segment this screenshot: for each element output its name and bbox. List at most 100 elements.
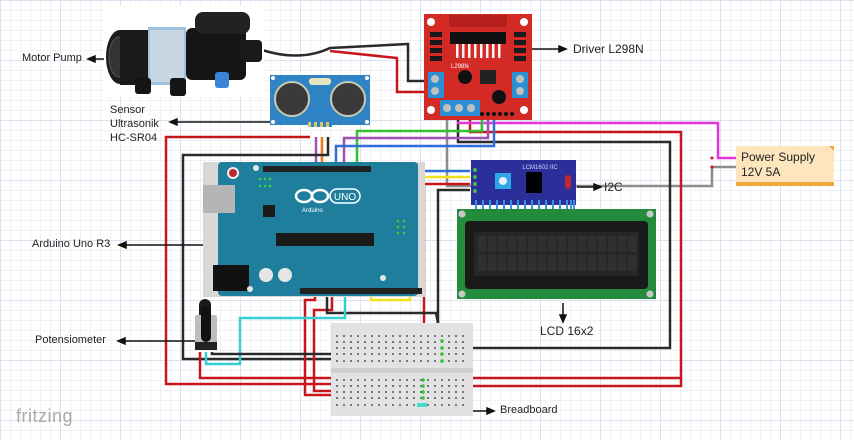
l298n-driver: L298N xyxy=(424,14,532,120)
breadboard-hole xyxy=(455,341,457,343)
breadboard-hole xyxy=(462,379,464,381)
breadboard-hole xyxy=(427,341,429,343)
breadboard-hole xyxy=(336,347,338,349)
breadboard-hole xyxy=(364,391,366,393)
breadboard-hole xyxy=(413,404,415,406)
breadboard-hole xyxy=(385,391,387,393)
breadboard-hole xyxy=(364,335,366,337)
breadboard-hole xyxy=(364,341,366,343)
breadboard-hole xyxy=(455,404,457,406)
breadboard-hole xyxy=(371,353,373,355)
breadboard-hole xyxy=(406,379,408,381)
breadboard-hole xyxy=(441,335,443,337)
breadboard-hole xyxy=(434,335,436,337)
breadboard-hole xyxy=(350,385,352,387)
lcd-cell xyxy=(628,236,637,252)
lcd-cell xyxy=(518,255,527,271)
wire-driver-12v-gray xyxy=(445,116,736,188)
breadboard-hole xyxy=(343,385,345,387)
breadboard-hole xyxy=(343,360,345,362)
breadboard-hole xyxy=(357,397,359,399)
breadboard-hole xyxy=(378,341,380,343)
breadboard-hole xyxy=(434,347,436,349)
breadboard-hole xyxy=(413,353,415,355)
wire-pump-red xyxy=(329,49,430,94)
breadboard-hole xyxy=(364,347,366,349)
arrow-head-potentiometer xyxy=(116,336,126,346)
breadboard-hole xyxy=(385,397,387,399)
breadboard-hole xyxy=(434,385,436,387)
motor-pump xyxy=(104,5,264,97)
breadboard-hole xyxy=(441,385,443,387)
breadboard-hole xyxy=(364,397,366,399)
breadboard-hole xyxy=(371,379,373,381)
breadboard-hole xyxy=(357,391,359,393)
label-lcd-16x2: LCD 16x2 xyxy=(540,324,594,338)
arrow-head-i2c xyxy=(593,182,603,192)
breadboard-hole xyxy=(336,353,338,355)
breadboard-hole xyxy=(350,341,352,343)
breadboard-hole xyxy=(378,397,380,399)
breadboard-hole xyxy=(427,397,429,399)
breadboard-hole xyxy=(413,379,415,381)
breadboard-hole xyxy=(336,404,338,406)
breadboard-hole xyxy=(378,347,380,349)
wire-power-magenta xyxy=(457,121,736,160)
breadboard-hole xyxy=(343,335,345,337)
breadboard-hole xyxy=(392,347,394,349)
lcd-cell xyxy=(498,255,507,271)
breadboard-hole xyxy=(385,385,387,387)
breadboard-hole xyxy=(371,385,373,387)
breadboard-hole xyxy=(448,347,450,349)
lcd-cell xyxy=(628,255,637,271)
breadboard-hole xyxy=(406,360,408,362)
breadboard-hole xyxy=(357,379,359,381)
breadboard-hole xyxy=(448,335,450,337)
breadboard-hole xyxy=(399,385,401,387)
lcd-cell xyxy=(618,255,627,271)
lcd-cell xyxy=(538,255,547,271)
breadboard-hole xyxy=(378,360,380,362)
breadboard-hole xyxy=(357,360,359,362)
breadboard-hole xyxy=(378,385,380,387)
lcd-cell xyxy=(588,255,597,271)
breadboard-hole xyxy=(413,341,415,343)
breadboard-hole xyxy=(343,379,345,381)
breadboard-hole xyxy=(350,353,352,355)
breadboard-hole xyxy=(455,379,457,381)
lcd-cell xyxy=(488,236,497,252)
lcd-cell xyxy=(478,255,487,271)
breadboard-hole xyxy=(343,347,345,349)
breadboard-hole xyxy=(455,360,457,362)
lcd-cell xyxy=(528,236,537,252)
lcd-cell xyxy=(558,255,567,271)
lcd-cell xyxy=(568,236,577,252)
breadboard-hole xyxy=(371,397,373,399)
breadboard-hole xyxy=(406,391,408,393)
lcd-cell xyxy=(538,236,547,252)
arduino-uno: UNO Arduino xyxy=(203,162,425,297)
breadboard-hole xyxy=(364,379,366,381)
breadboard-hole xyxy=(462,397,464,399)
breadboard-hole xyxy=(462,360,464,362)
breadboard-hole xyxy=(462,404,464,406)
lcd-cell xyxy=(478,236,487,252)
breadboard-hole xyxy=(406,347,408,349)
arduino-logo-text: UNO xyxy=(334,192,356,203)
wire-in1-purple xyxy=(342,118,490,166)
breadboard-hole xyxy=(371,335,373,337)
breadboard-hole xyxy=(427,335,429,337)
breadboard-hole xyxy=(441,391,443,393)
breadboard-hole xyxy=(406,353,408,355)
breadboard-hole xyxy=(427,360,429,362)
fritzing-watermark: fritzing xyxy=(16,406,74,426)
breadboard-hole xyxy=(420,360,422,362)
label-i2c: I2C xyxy=(604,180,623,194)
breadboard-hole xyxy=(399,379,401,381)
breadboard-hole xyxy=(399,335,401,337)
breadboard-hole xyxy=(413,385,415,387)
breadboard-hole xyxy=(399,347,401,349)
breadboard-hole xyxy=(413,360,415,362)
breadboard-hole xyxy=(392,391,394,393)
lcd-cell xyxy=(588,236,597,252)
